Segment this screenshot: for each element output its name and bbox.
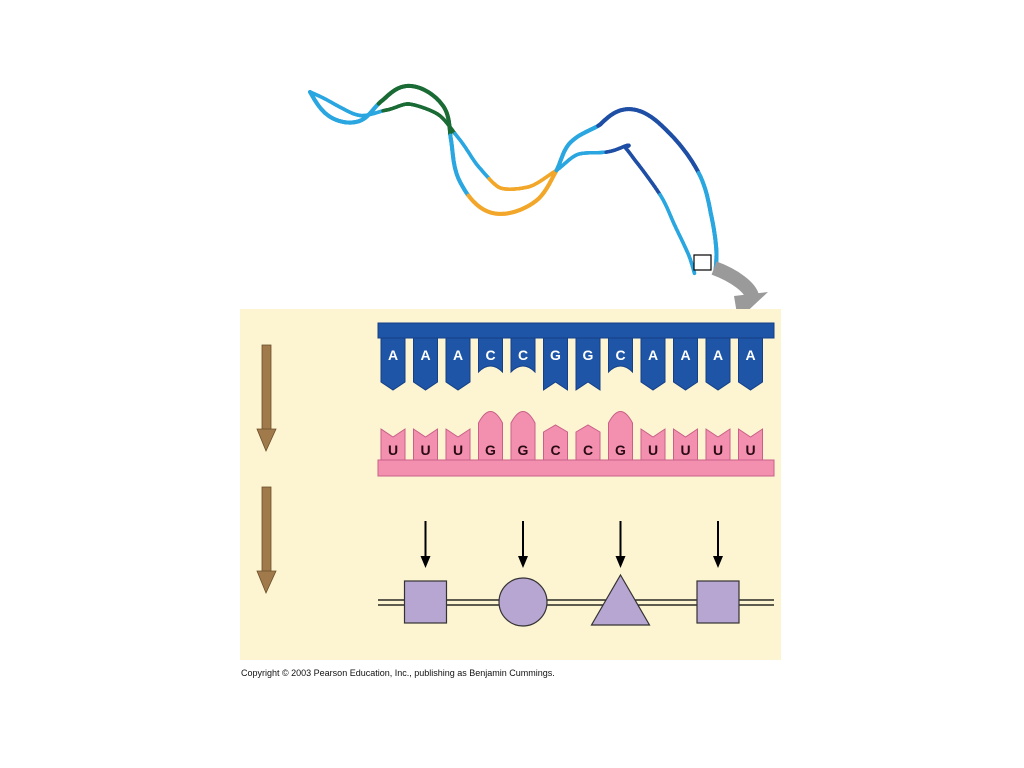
dna-base-label: A: [420, 347, 430, 363]
dna-base: [739, 338, 763, 390]
amino-acid-square: [697, 581, 739, 623]
dna-base: [414, 338, 438, 390]
dna-base-label: C: [485, 347, 495, 363]
dna-double-helix: [310, 86, 717, 274]
dna-base-label: A: [680, 347, 690, 363]
mrna-backbone: [378, 460, 774, 476]
copyright-notice: Copyright © 2003 Pearson Education, Inc.…: [241, 668, 555, 678]
dna-base: [381, 338, 405, 390]
mrna-base-label: U: [420, 442, 430, 458]
dna-base-label: C: [518, 347, 528, 363]
mrna-base-label: G: [615, 442, 626, 458]
mrna-base-label: U: [648, 442, 658, 458]
mrna-base-label: G: [518, 442, 529, 458]
dna-base: [446, 338, 470, 390]
mrna-base-label: U: [680, 442, 690, 458]
amino-acid-square: [405, 581, 447, 623]
dna-base-label: A: [453, 347, 463, 363]
dna-base-label: G: [550, 347, 561, 363]
dna-base-label: G: [583, 347, 594, 363]
mrna-base-label: U: [388, 442, 398, 458]
dna-base: [576, 338, 600, 390]
dna-base-label: C: [615, 347, 625, 363]
dna-base: [544, 338, 568, 390]
mrna-base-label: U: [453, 442, 463, 458]
dna-backbone: [378, 323, 774, 338]
dna-base-label: A: [388, 347, 398, 363]
mrna-base-label: G: [485, 442, 496, 458]
zoom-region-box: [694, 255, 711, 270]
dna-base: [641, 338, 665, 390]
dna-base-label: A: [713, 347, 723, 363]
dna-base-label: A: [745, 347, 755, 363]
dna-base: [674, 338, 698, 390]
dna-base-label: A: [648, 347, 658, 363]
mrna-base-label: U: [713, 442, 723, 458]
amino-acid-circle: [499, 578, 547, 626]
mrna-base-label: U: [745, 442, 755, 458]
mrna-base-label: C: [583, 442, 593, 458]
mrna-base-label: C: [550, 442, 560, 458]
dna-base: [706, 338, 730, 390]
